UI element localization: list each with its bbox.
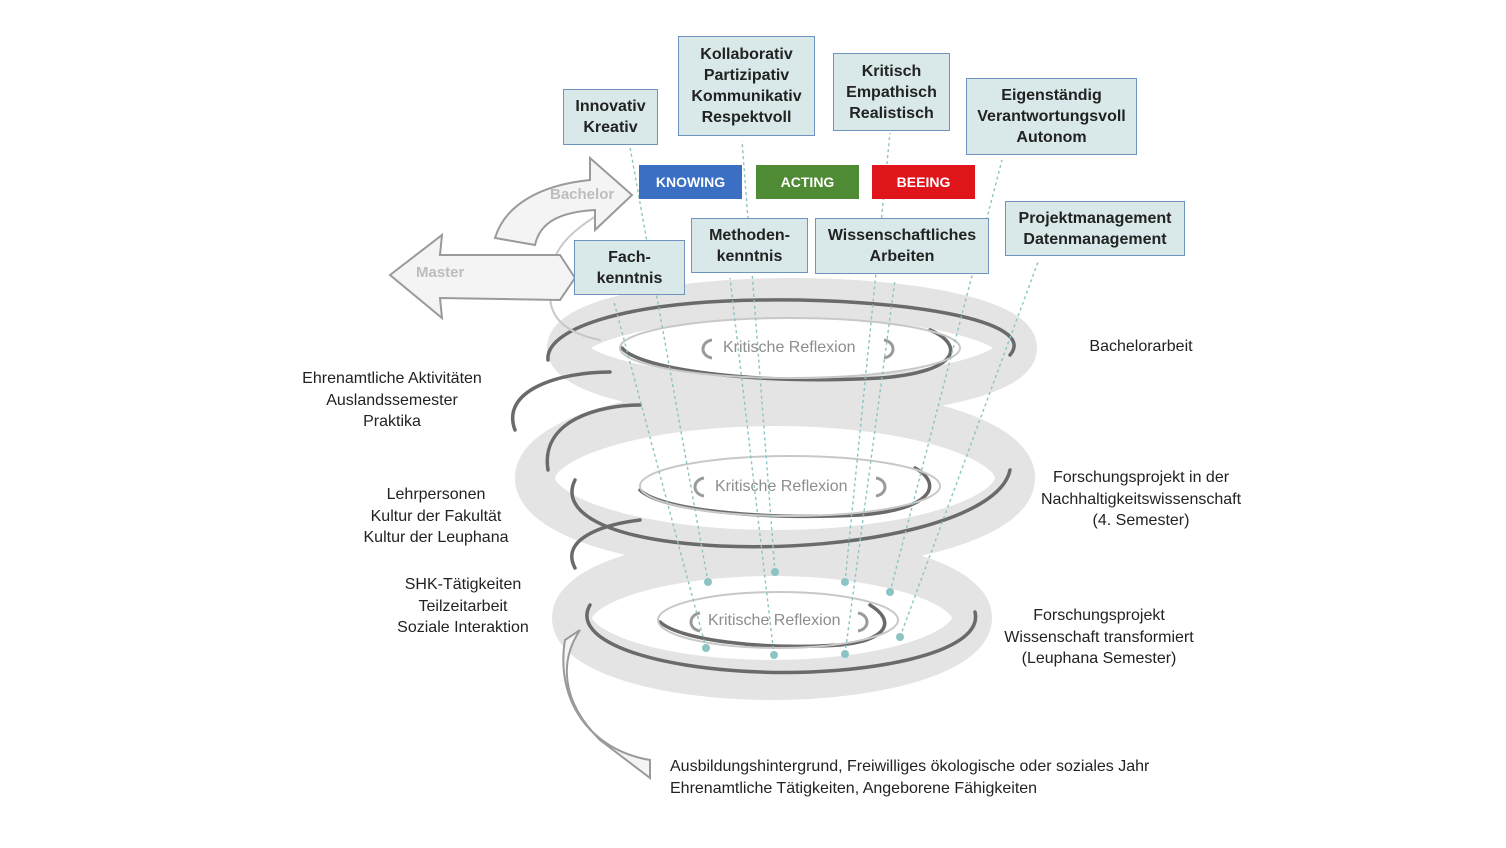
- reflexion-label-bottom: Kritische Reflexion: [708, 612, 841, 629]
- box-line: Kollaborativ: [700, 46, 793, 63]
- label-line: Teilzeitarbeit: [418, 597, 508, 615]
- acting-tag: ACTING: [756, 165, 859, 199]
- label-line: SHK-Tätigkeiten: [404, 576, 522, 593]
- bachelor-label: Bachelor: [550, 186, 615, 203]
- label-line: (Leuphana Semester): [1021, 650, 1177, 667]
- label-line: Praktika: [363, 413, 421, 430]
- box-line: Arbeiten: [869, 248, 935, 265]
- box-line: kenntnis: [716, 247, 783, 265]
- box-line: Realistisch: [849, 104, 934, 122]
- label-line: Ehrenamtliche Aktivitäten: [302, 370, 482, 387]
- box-line: Eigenständig: [1001, 87, 1102, 104]
- label-line: Forschungsprojekt in der: [1052, 469, 1230, 486]
- box-line: Wissenschaftliches: [827, 227, 977, 244]
- label-line: Forschungsprojekt: [1033, 607, 1165, 624]
- skill-box-wissenschaftliches-arbeiten: Wissenschaftliches Arbeiten: [815, 218, 989, 274]
- label-line: Lehrpersonen: [386, 486, 486, 503]
- label-line: Ausbildungshintergrund, Freiwilliges öko…: [670, 758, 1150, 775]
- box-line: Respektvoll: [701, 109, 792, 126]
- bachelor-arrow: [493, 155, 634, 247]
- label-line: Ehrenamtliche Tätigkeiten, Angeborene Fä…: [670, 779, 1038, 797]
- connector-lines: [613, 132, 1039, 656]
- label-line: Kultur der Leuphana: [363, 529, 509, 546]
- skill-box-methodenkenntnis: Methoden- kenntnis: [691, 218, 808, 273]
- reflexion-label-top: Kritische Reflexion: [723, 339, 856, 356]
- box-line: Autonom: [1016, 129, 1087, 146]
- right-label-forschungsprojekt-leuphana: Forschungsprojekt Wissenschaft transform…: [988, 605, 1210, 670]
- attribute-box-eigenstaendig: Eigenständig Verantwortungsvoll Autonom: [966, 78, 1137, 155]
- knowing-tag: KNOWING: [639, 165, 742, 199]
- box-line: Innovativ: [575, 98, 646, 115]
- spiral-band: [515, 278, 1037, 700]
- left-label-activities: Ehrenamtliche Aktivitäten Auslandssemest…: [282, 368, 502, 433]
- attribute-box-kritisch: Kritisch Empathisch Realistisch: [833, 53, 950, 131]
- label-line: Kultur der Fakultät: [370, 507, 502, 525]
- beeing-tag: BEEING: [872, 165, 975, 199]
- left-label-culture: Lehrpersonen Kultur der Fakultät Kultur …: [336, 484, 536, 549]
- right-label-bachelorarbeit: Bachelorarbeit: [1070, 336, 1212, 358]
- label-line: (4. Semester): [1092, 512, 1190, 529]
- box-line: Methoden-: [709, 226, 790, 244]
- box-line: Kreativ: [583, 119, 638, 136]
- master-label: Master: [416, 264, 465, 281]
- box-line: Verantwortungsvoll: [977, 108, 1126, 125]
- bottom-label-background: Ausbildungshintergrund, Freiwilliges öko…: [670, 756, 1230, 799]
- bottom-tail-arrow: [562, 629, 651, 781]
- reflexion-label-middle: Kritische Reflexion: [715, 478, 848, 495]
- attribute-box-innovativ: Innovativ Kreativ: [563, 89, 658, 145]
- box-line: Kommunikativ: [691, 88, 802, 105]
- box-line: Empathisch: [846, 83, 937, 101]
- attribute-box-kollaborativ: Kollaborativ Partizipativ Kommunikativ R…: [678, 36, 815, 136]
- label-line: Soziale Interaktion: [397, 619, 529, 636]
- skill-box-fachkenntnis: Fach- kenntnis: [574, 240, 685, 295]
- label-line: Auslandssemester: [326, 391, 458, 409]
- box-line: Datenmanagement: [1023, 230, 1167, 248]
- box-line: Projektmanagement: [1018, 209, 1172, 227]
- reflexion-brackets: [689, 338, 895, 633]
- label-line: Bachelorarbeit: [1089, 338, 1193, 355]
- left-label-work: SHK-Tätigkeiten Teilzeitarbeit Soziale I…: [368, 574, 558, 639]
- box-line: Partizipativ: [703, 67, 790, 84]
- box-line: Fach-: [608, 248, 651, 266]
- box-line: kenntnis: [596, 269, 663, 287]
- skill-box-projektmanagement: Projektmanagement Datenmanagement: [1005, 201, 1185, 256]
- right-label-forschungsprojekt-nachhaltigkeit: Forschungsprojekt in der Nachhaltigkeits…: [1020, 467, 1262, 532]
- connector-dots: [702, 568, 904, 659]
- box-line: Kritisch: [861, 62, 922, 80]
- label-line: Nachhaltigkeitswissenschaft: [1040, 490, 1242, 508]
- label-line: Wissenschaft transformiert: [1004, 628, 1194, 646]
